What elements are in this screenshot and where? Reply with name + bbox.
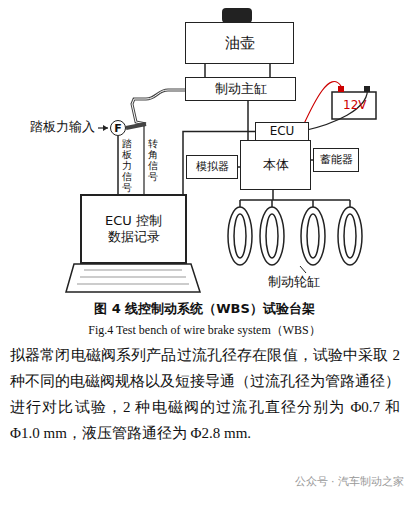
node-text: 油壶 [225, 34, 255, 53]
watermark: 公众号 · 汽车制动之家 [295, 474, 405, 489]
simulator-box: 模拟器 [186, 155, 238, 179]
brake-pedal-linkage-inner [132, 90, 185, 124]
reservoir-box: 油壶 [185, 22, 294, 64]
wheel-cylinders [228, 207, 362, 265]
pipe [269, 64, 271, 77]
power-wire [303, 82, 341, 126]
reservoir-cap [222, 8, 252, 23]
brake-pipes [240, 190, 350, 207]
voltage-label: 12V [343, 98, 366, 112]
force-arrow-head [103, 125, 108, 131]
node-text: 模拟器 [196, 160, 229, 174]
node-text: ECU 控制 数据记录 [97, 213, 171, 246]
brake-pedal-pad [126, 124, 146, 128]
brake-pedal-linkage [132, 90, 185, 124]
battery-terminal [338, 86, 344, 92]
node-text: 制动主缸 [215, 81, 267, 97]
ground-wire [303, 86, 367, 131]
edge-label: 踏板力信号 [122, 138, 132, 193]
signal-label: 转角信号 [148, 138, 158, 182]
component-label: 制动轮缸 [268, 273, 320, 291]
input-label: 踏板力输入 [30, 118, 95, 136]
figure-caption-en: Fig.4 Test bench of wire brake system（WB… [0, 322, 409, 339]
battery [332, 92, 376, 119]
force-sensor-circle: F [110, 120, 126, 136]
figure-caption: 图 4 线控制动系统（WBS）试验台架 [0, 300, 409, 318]
laptop-screen: ECU 控制 数据记录 [80, 194, 187, 264]
node-text: 本体 [263, 157, 289, 173]
angle-signal-wire [143, 126, 144, 194]
ecu-box: ECU [255, 122, 309, 141]
node-text: 蓄能器 [320, 153, 353, 167]
master-cylinder-box: 制动主缸 [185, 77, 296, 101]
body-box: 本体 [240, 140, 311, 190]
node-text: F [114, 123, 122, 134]
node-text: ECU [270, 124, 295, 139]
laptop-keyboard [66, 264, 200, 292]
body-paragraph: 拟器常闭电磁阀系列产品过流孔径存在限值，试验中采取 2 种不同的电磁阀规格以及短… [10, 342, 400, 446]
connector-line [204, 64, 206, 77]
leader-line [300, 266, 306, 273]
connector-line [247, 101, 249, 140]
laptop-keys [77, 270, 189, 284]
accumulator-box: 蓄能器 [313, 148, 359, 172]
connector-line [117, 136, 119, 194]
